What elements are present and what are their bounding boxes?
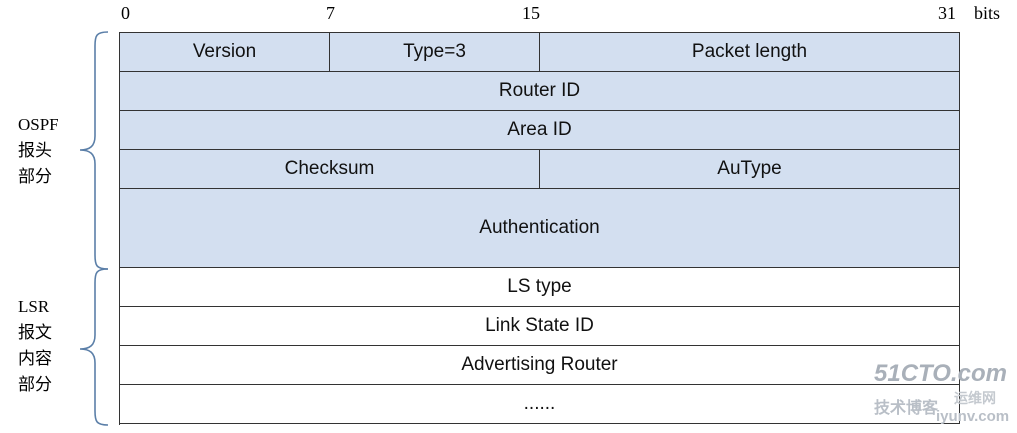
packet-row: Area ID <box>120 111 960 150</box>
watermark-51cto: 51CTO.com <box>874 360 1007 387</box>
field-packet-length: Packet length <box>540 33 960 72</box>
field-authentication: Authentication <box>120 189 960 268</box>
bit-label-15: 15 <box>522 3 540 23</box>
bit-label-31: 31 <box>938 3 956 23</box>
lsr-content-label-line: 部分 <box>18 375 52 394</box>
bit-label-7: 7 <box>326 3 335 23</box>
lsr-content-brace <box>79 268 109 426</box>
bits-unit-label: bits <box>974 3 1001 23</box>
ospf-header-label-line: 报头 <box>18 141 52 160</box>
packet-row: Authentication <box>120 189 960 268</box>
field-version: Version <box>120 33 330 72</box>
ospf-header-label: OSPF 报头 部分 <box>18 112 59 190</box>
watermark-tech-blog: 技术博客 <box>874 400 939 417</box>
packet-row: ...... <box>120 385 960 424</box>
watermark: 51CTO.com 技术博客 运维网 iyunv.com <box>872 360 1012 430</box>
field-continuation: ...... <box>120 385 960 424</box>
watermark-yunwei: 运维网 <box>954 390 996 406</box>
watermark-iyunv: iyunv.com <box>936 408 1010 425</box>
packet-row: Advertising Router <box>120 346 960 385</box>
ospf-header-brace <box>79 31 109 270</box>
field-ls-type: LS type <box>120 268 960 307</box>
lsr-content-label: LSR 报文 内容 部分 <box>18 294 52 398</box>
lsr-content-label-line: 内容 <box>18 349 52 368</box>
bit-label-0: 0 <box>121 3 130 23</box>
field-area-id: Area ID <box>120 111 960 150</box>
lsr-content-label-line: LSR <box>18 297 50 316</box>
field-checksum: Checksum <box>120 150 540 189</box>
packet-row: Link State ID <box>120 307 960 346</box>
lsr-content-label-line: 报文 <box>18 323 52 342</box>
field-advertising-router: Advertising Router <box>120 346 960 385</box>
field-link-state-id: Link State ID <box>120 307 960 346</box>
packet-row: Router ID <box>120 72 960 111</box>
field-router-id: Router ID <box>120 72 960 111</box>
field-autype: AuType <box>540 150 960 189</box>
packet-row: LS type <box>120 268 960 307</box>
ospf-header-label-line: OSPF <box>18 115 59 134</box>
field-type-3: Type=3 <box>330 33 540 72</box>
ospf-header-label-line: 部分 <box>18 167 52 186</box>
